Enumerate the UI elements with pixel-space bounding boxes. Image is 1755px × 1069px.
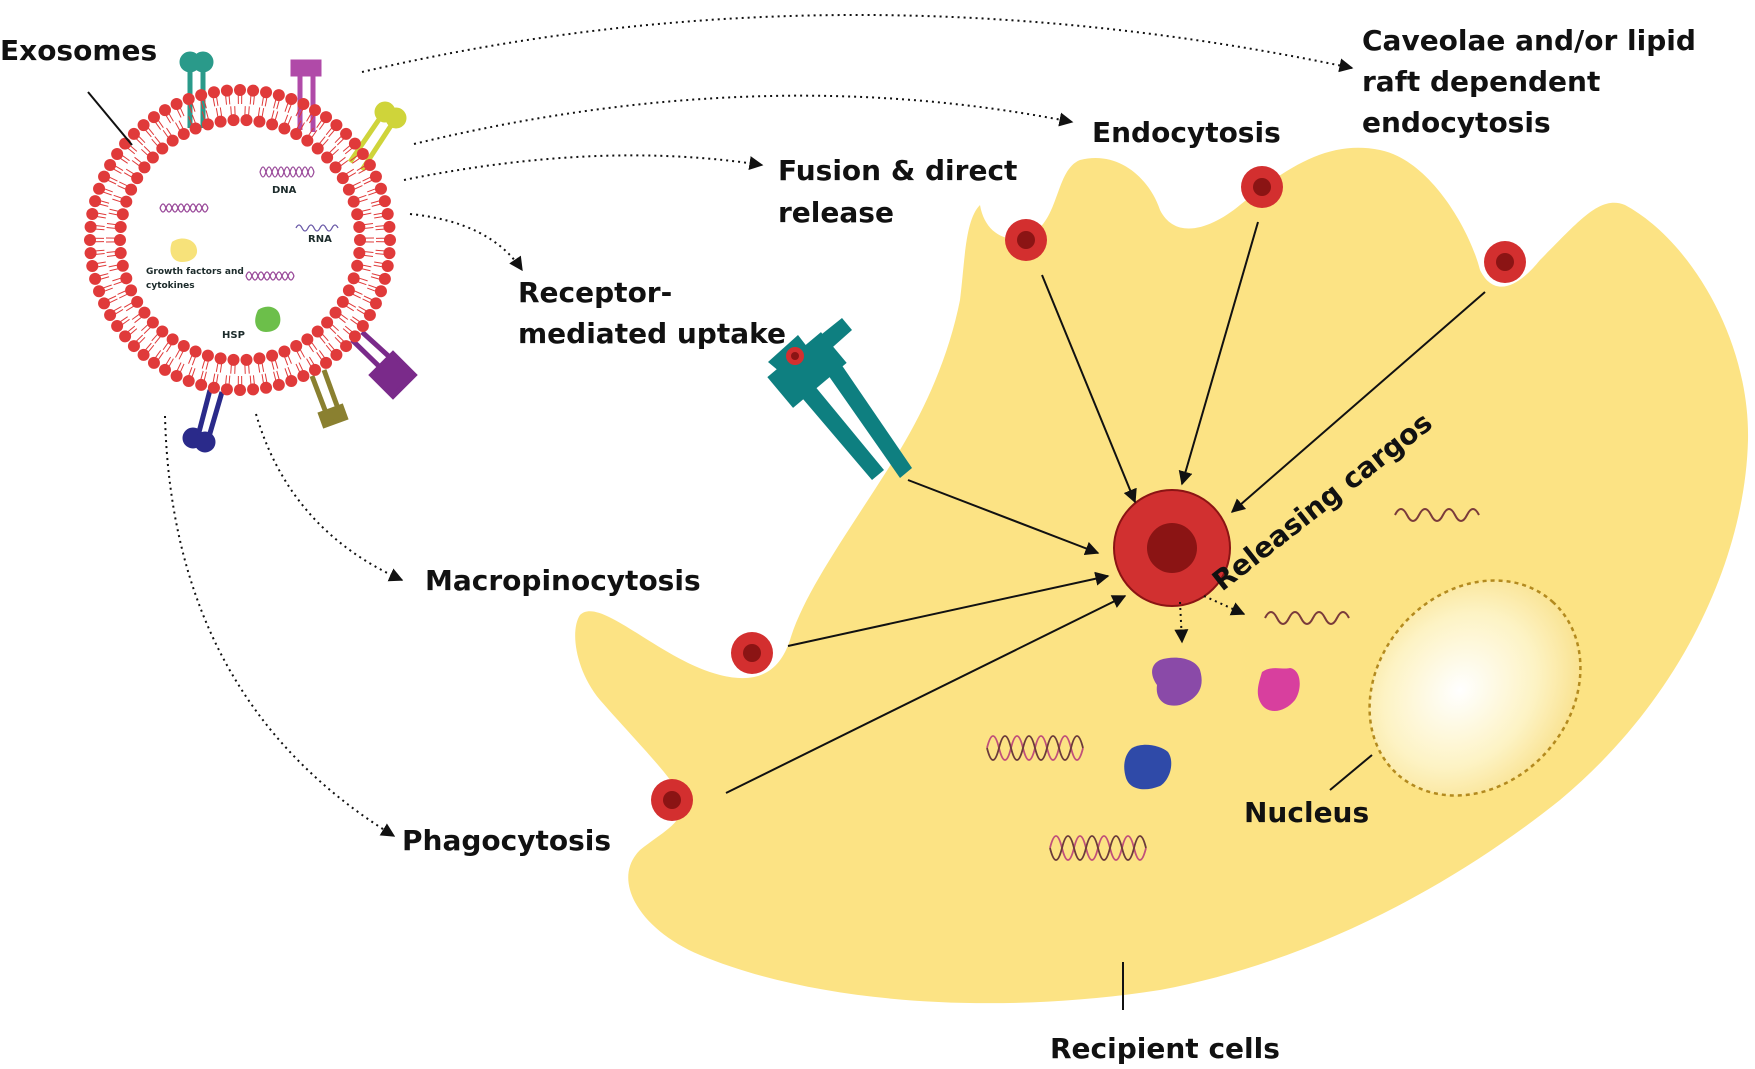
growth-factors-label-2: cytokines xyxy=(146,281,195,291)
dotted-arrows xyxy=(164,14,1354,837)
nucleus xyxy=(1368,579,1582,797)
rna-strand-2 xyxy=(1264,611,1350,625)
nucleus-leader xyxy=(1329,754,1373,791)
central-vesicle xyxy=(1113,489,1231,607)
vesicle-top-right xyxy=(1484,241,1526,283)
label-nucleus: Nucleus xyxy=(1244,796,1369,829)
surface-protein-teal xyxy=(179,51,214,128)
receptor-icon xyxy=(767,318,912,480)
dna-strand-1 xyxy=(986,735,1084,761)
hsp-label: HSP xyxy=(222,330,245,341)
label-receptor-2: mediated uptake xyxy=(518,317,786,350)
exosome-dna-icon-2 xyxy=(159,203,209,213)
exosomes-leader xyxy=(87,91,133,146)
growth-factors-label-1: Growth factors and xyxy=(146,267,244,277)
label-fusion-1: Fusion & direct xyxy=(778,154,1017,187)
label-phagocytosis: Phagocytosis xyxy=(402,824,611,857)
protein-pink xyxy=(1257,668,1300,712)
surface-protein-purple xyxy=(350,330,418,400)
label-macropinocytosis: Macropinocytosis xyxy=(425,564,701,597)
rna-strand-1 xyxy=(1394,508,1480,522)
label-caveolae-3: endocytosis xyxy=(1362,106,1551,139)
dna-strand-2 xyxy=(1049,835,1147,861)
solid-arrows xyxy=(725,221,1486,794)
exosome-rna-icon xyxy=(295,224,339,232)
label-recipient-cells: Recipient cells xyxy=(1050,1032,1280,1065)
vesicle-phagocytosis xyxy=(651,779,693,821)
dna-label: DNA xyxy=(272,185,297,196)
vesicle-top-left xyxy=(1005,219,1047,261)
rna-label: RNA xyxy=(308,234,332,245)
label-caveolae-2: raft dependent xyxy=(1362,65,1600,98)
vesicle-macropinocytosis xyxy=(731,632,773,674)
protein-blue xyxy=(1124,744,1172,790)
label-caveolae-1: Caveolae and/or lipid xyxy=(1362,24,1696,57)
surface-protein-yellow xyxy=(347,101,407,172)
exosome-dna-icon xyxy=(259,166,315,178)
vesicle-top-middle xyxy=(1241,166,1283,208)
label-fusion-2: release xyxy=(778,196,894,229)
exosome-dna-icon-3 xyxy=(245,271,295,281)
exosome-membrane xyxy=(84,84,396,396)
protein-purple xyxy=(1152,657,1202,706)
surface-protein-navy xyxy=(182,389,225,453)
label-receptor-1: Receptor- xyxy=(518,276,672,309)
exosome: DNA RNA Growth factors and cytokines HSP xyxy=(84,51,418,453)
growth-factor-icon xyxy=(170,238,198,262)
label-exosomes: Exosomes xyxy=(0,34,157,67)
hsp-icon xyxy=(255,306,281,332)
surface-protein-olive xyxy=(309,369,349,429)
label-endocytosis: Endocytosis xyxy=(1092,116,1281,149)
